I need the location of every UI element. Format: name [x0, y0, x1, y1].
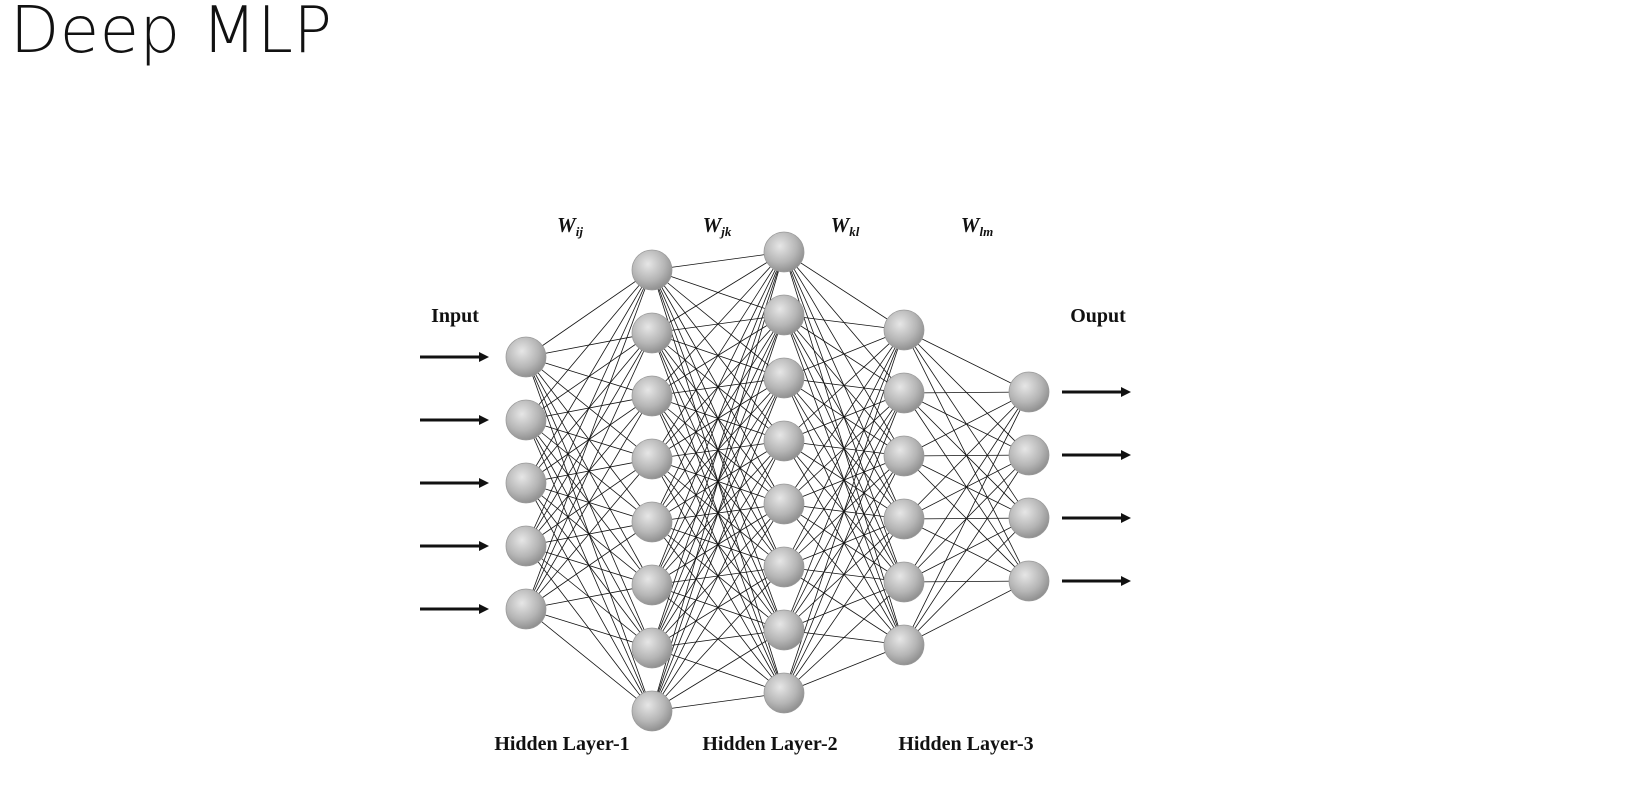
- connection-hidden-1-to-hidden-2: [651, 377, 785, 712]
- hidden-2-node-5: [763, 483, 805, 525]
- connection-hidden-1-to-hidden-2: [651, 566, 785, 712]
- output-node-4: [1008, 560, 1050, 602]
- connection-input-to-hidden-1: [525, 608, 653, 712]
- connection-input-to-hidden-1: [525, 521, 653, 610]
- hidden-1-node-2: [631, 312, 673, 354]
- output-node-2: [1008, 434, 1050, 476]
- connection-hidden-2-to-hidden-3: [783, 329, 905, 442]
- connection-hidden-3-to-output: [903, 454, 1030, 646]
- connection-hidden-1-to-hidden-2: [651, 503, 785, 712]
- connection-hidden-2-to-hidden-3: [783, 329, 905, 568]
- connections: [525, 251, 1030, 712]
- connection-hidden-3-to-output: [903, 580, 1030, 646]
- hidden-1-node-1: [631, 249, 673, 291]
- hidden-layer-2-label: Hidden Layer-2: [702, 733, 837, 755]
- connection-input-to-hidden-1: [525, 269, 653, 358]
- input-node-4: [505, 525, 547, 567]
- hidden-2-node-7: [763, 609, 805, 651]
- connection-hidden-1-to-hidden-2: [651, 251, 785, 271]
- weight-label-lm: Wlm: [961, 213, 993, 239]
- hidden-2-node-1: [763, 231, 805, 273]
- connection-hidden-2-to-hidden-3: [783, 251, 905, 331]
- connection-hidden-1-to-hidden-2: [651, 692, 785, 712]
- connection-hidden-3-to-output: [903, 391, 1030, 394]
- input-node-5: [505, 588, 547, 630]
- connection-hidden-2-to-hidden-3: [783, 644, 905, 694]
- weight-label-jk: Wjk: [703, 213, 732, 239]
- slide-title: Deep MLP: [10, 0, 333, 68]
- connection-input-to-hidden-1: [525, 458, 653, 610]
- connection-hidden-1-to-hidden-2: [651, 251, 785, 712]
- hidden-1-node-6: [631, 564, 673, 606]
- hidden-2-node-3: [763, 357, 805, 399]
- hidden-1-node-4: [631, 438, 673, 480]
- connection-hidden-2-to-hidden-3: [783, 329, 905, 631]
- connection-hidden-2-to-hidden-3: [783, 329, 905, 505]
- connection-hidden-2-to-hidden-3: [783, 392, 905, 694]
- hidden-1-node-3: [631, 375, 673, 417]
- connection-hidden-2-to-hidden-3: [783, 329, 905, 379]
- connection-hidden-3-to-output: [903, 391, 1030, 583]
- connection-input-to-hidden-1: [525, 269, 653, 484]
- hidden-3-node-4: [883, 498, 925, 540]
- connection-hidden-1-to-hidden-2: [651, 440, 785, 712]
- hidden-1-node-8: [631, 690, 673, 732]
- hidden-layer-3-label: Hidden Layer-3: [898, 733, 1033, 755]
- input-node-2: [505, 399, 547, 441]
- hidden-2-node-8: [763, 672, 805, 714]
- hidden-1-node-7: [631, 627, 673, 669]
- connection-input-to-hidden-1: [525, 269, 653, 421]
- connection-hidden-3-to-output: [903, 517, 1030, 646]
- connection-hidden-1-to-hidden-2: [651, 251, 785, 523]
- connection-input-to-hidden-1: [525, 395, 653, 610]
- connection-hidden-1-to-hidden-2: [651, 251, 785, 397]
- connection-hidden-2-to-hidden-3: [783, 581, 905, 694]
- connection-input-to-hidden-1: [525, 608, 653, 649]
- connection-hidden-3-to-output: [903, 391, 1030, 457]
- output-node-1: [1008, 371, 1050, 413]
- connection-hidden-2-to-hidden-3: [783, 455, 905, 694]
- hidden-2-node-4: [763, 420, 805, 462]
- arrows: [420, 352, 1131, 614]
- input-label: Input: [431, 305, 479, 327]
- connection-input-to-hidden-1: [525, 269, 653, 610]
- nodes: [505, 231, 1050, 732]
- labels: Input Ouput Wij Wjk Wkl Wlm Hidden Layer…: [431, 213, 1126, 755]
- hidden-3-node-2: [883, 372, 925, 414]
- hidden-3-node-6: [883, 624, 925, 666]
- connection-hidden-1-to-hidden-2: [651, 314, 785, 712]
- connection-hidden-1-to-hidden-2: [651, 251, 785, 586]
- connection-hidden-3-to-output: [903, 329, 1030, 393]
- connection-input-to-hidden-1: [525, 269, 653, 547]
- hidden-3-node-3: [883, 435, 925, 477]
- connection-hidden-1-to-hidden-2: [651, 251, 785, 460]
- hidden-2-node-6: [763, 546, 805, 588]
- connection-input-to-hidden-1: [525, 332, 653, 610]
- hidden-1-node-5: [631, 501, 673, 543]
- input-node-1: [505, 336, 547, 378]
- connection-hidden-3-to-output: [903, 391, 1030, 646]
- connection-hidden-1-to-hidden-2: [651, 629, 785, 712]
- hidden-3-node-1: [883, 309, 925, 351]
- hidden-3-node-5: [883, 561, 925, 603]
- output-label: Ouput: [1070, 305, 1126, 327]
- weight-label-kl: Wkl: [831, 213, 860, 239]
- output-node-3: [1008, 497, 1050, 539]
- weight-label-ij: Wij: [557, 213, 583, 239]
- connection-hidden-3-to-output: [903, 391, 1030, 520]
- connection-hidden-1-to-hidden-2: [651, 251, 785, 649]
- input-node-3: [505, 462, 547, 504]
- hidden-2-node-2: [763, 294, 805, 336]
- connection-hidden-2-to-hidden-3: [783, 518, 905, 694]
- connection-input-to-hidden-1: [525, 584, 653, 610]
- hidden-layer-1-label: Hidden Layer-1: [494, 733, 629, 755]
- connection-hidden-1-to-hidden-2: [651, 251, 785, 334]
